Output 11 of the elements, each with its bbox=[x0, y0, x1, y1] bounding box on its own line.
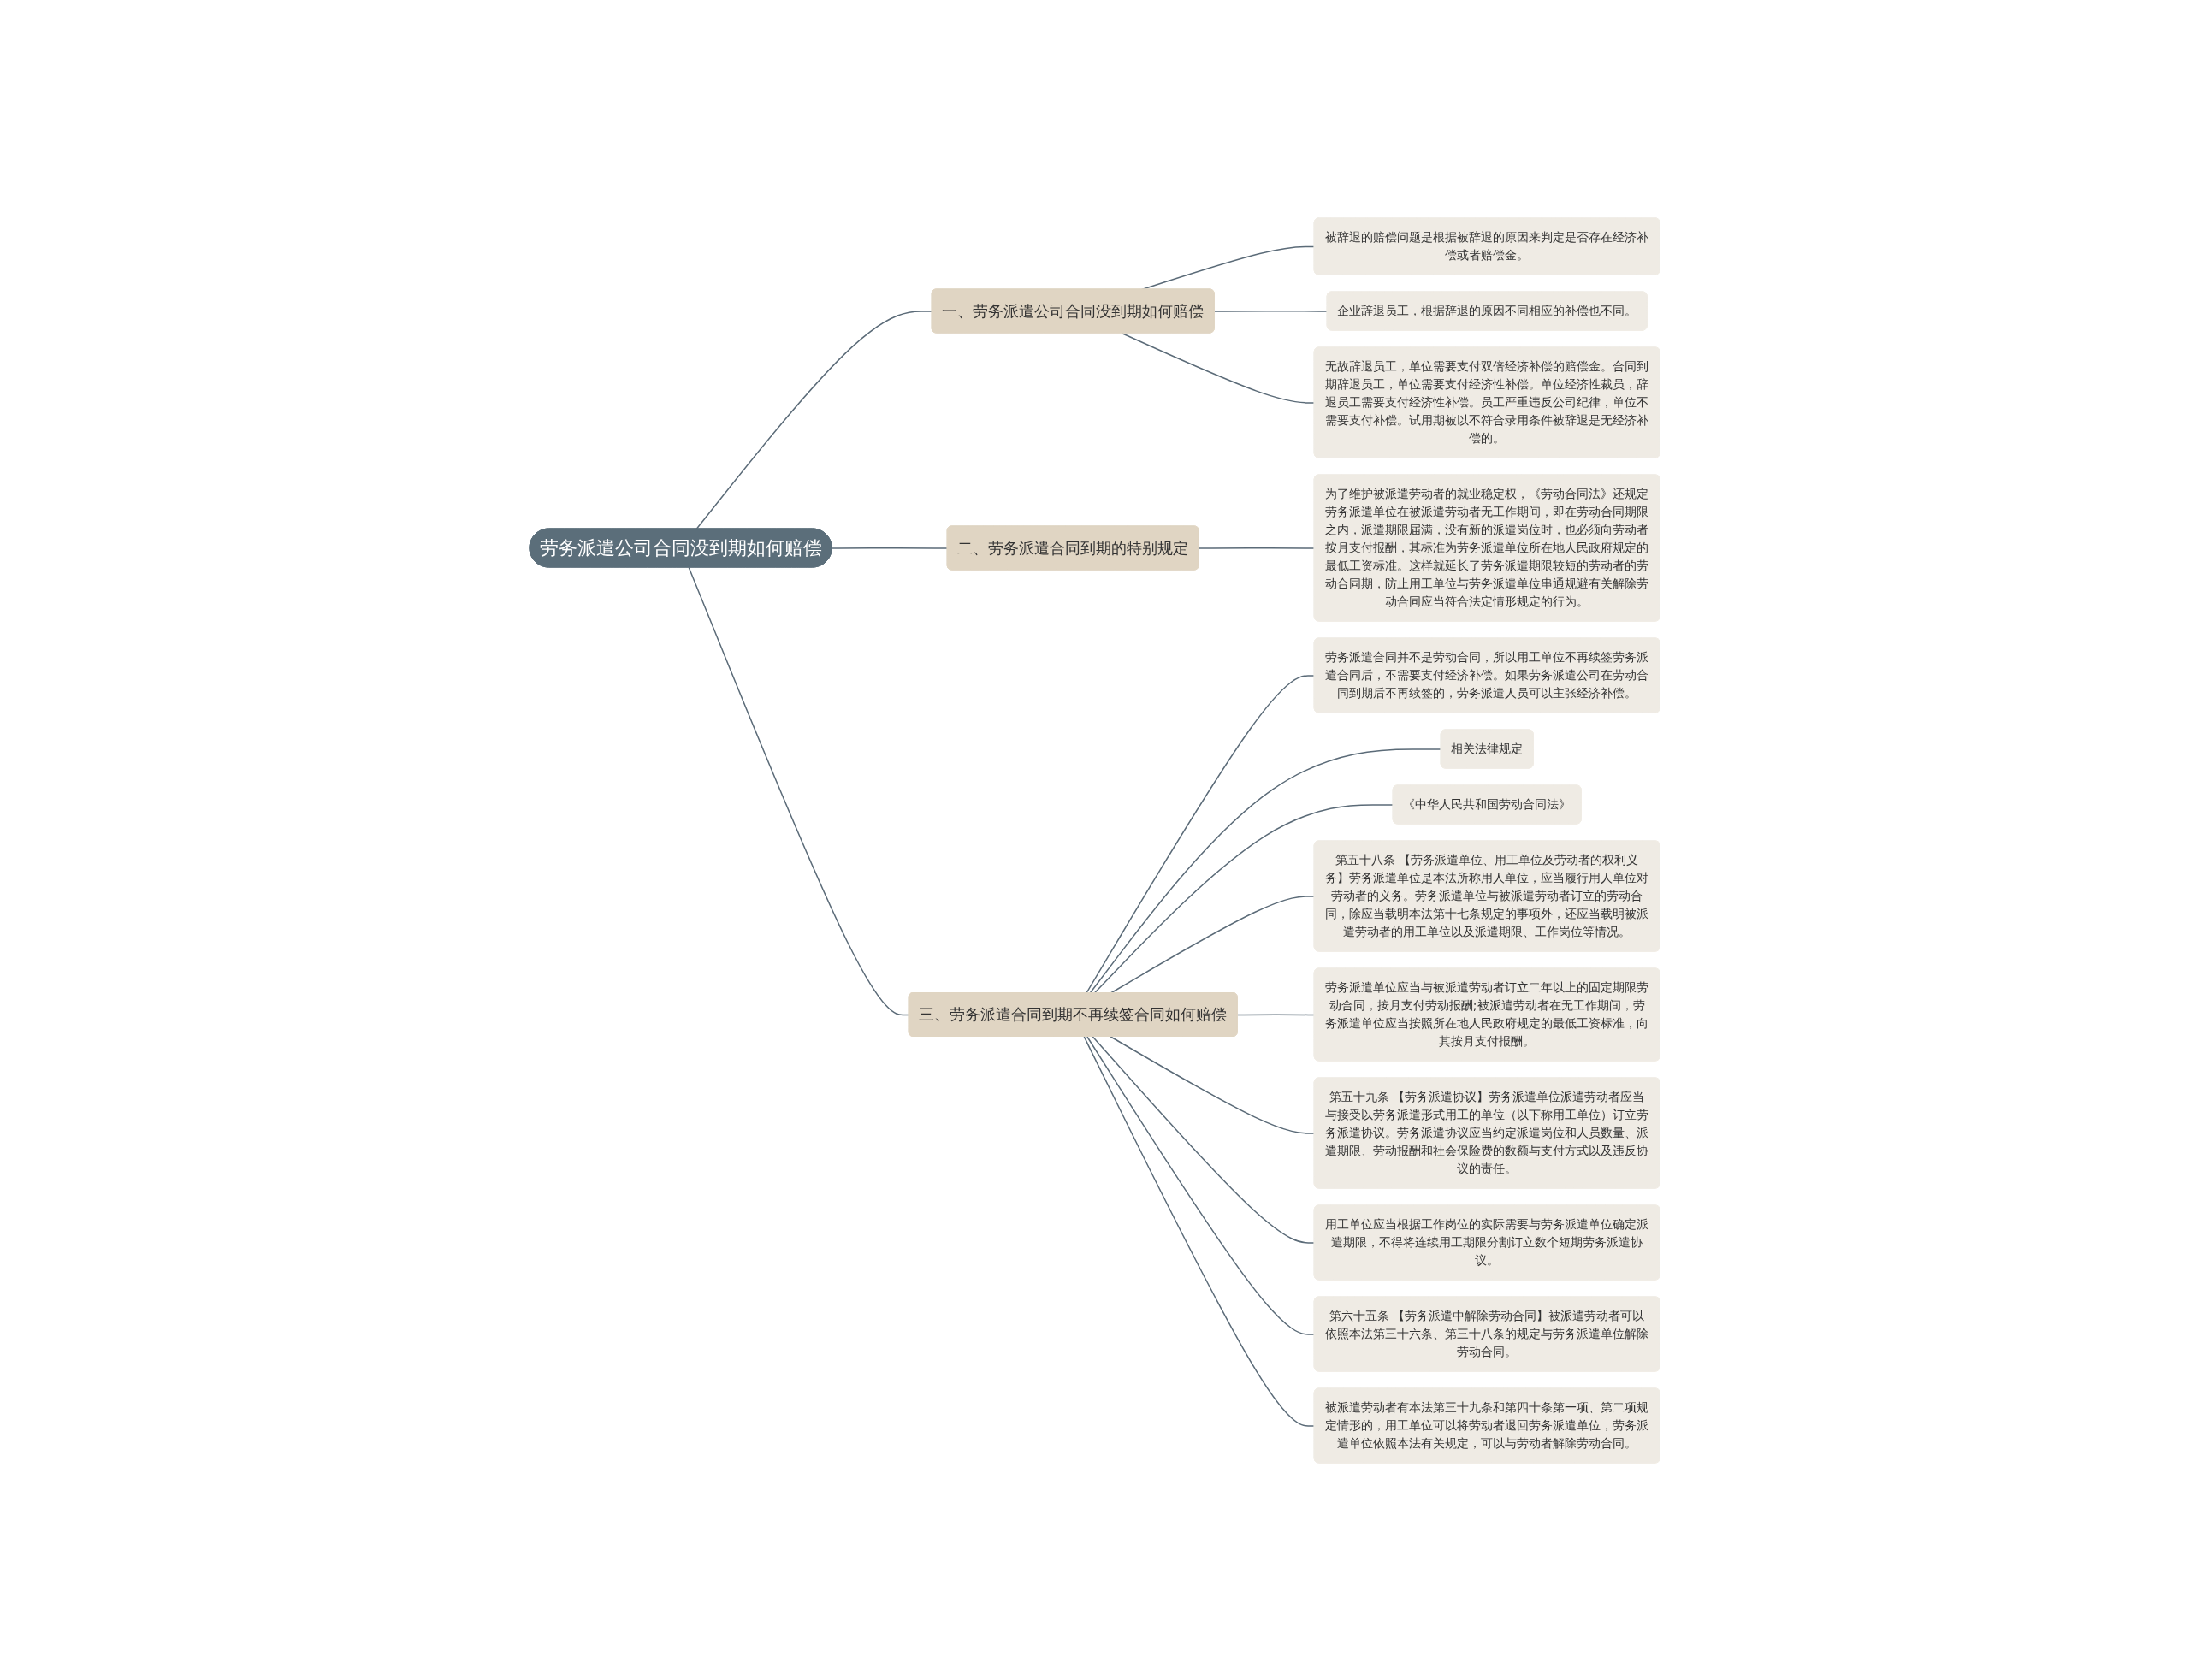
connector bbox=[1199, 547, 1316, 549]
connector bbox=[688, 566, 910, 1015]
connector bbox=[1092, 1035, 1316, 1244]
connector bbox=[1214, 310, 1329, 312]
connector bbox=[1237, 1013, 1316, 1015]
connector bbox=[1083, 1035, 1316, 1427]
connector bbox=[832, 547, 949, 549]
connector bbox=[1121, 332, 1316, 404]
connector bbox=[1110, 1035, 1316, 1134]
connector bbox=[1086, 1035, 1316, 1335]
connector bbox=[695, 310, 933, 529]
